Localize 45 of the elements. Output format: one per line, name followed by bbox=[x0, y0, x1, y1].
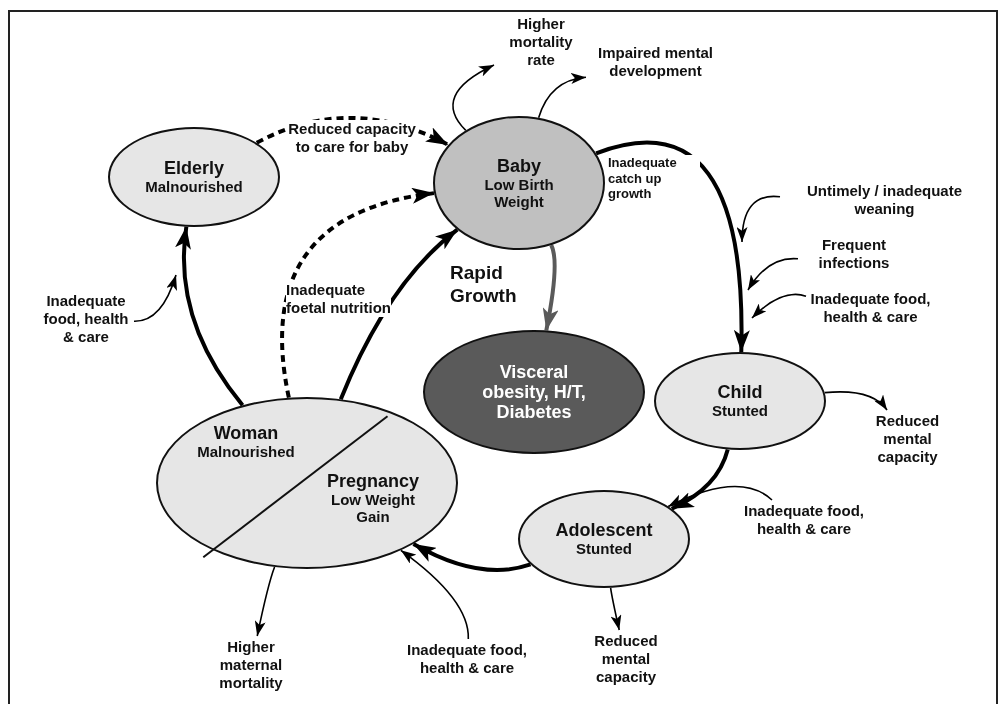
node-subtitle: Low Weight Gain bbox=[330, 491, 416, 526]
arrow bbox=[542, 244, 559, 331]
arrow bbox=[609, 587, 622, 631]
arrow bbox=[737, 195, 781, 243]
dashed-arrow bbox=[280, 188, 435, 398]
arrow bbox=[452, 64, 495, 132]
node-title: Visceral obesity, H/T, Diabetes bbox=[481, 361, 587, 423]
effect-text: Inadequate food, health & care bbox=[40, 292, 132, 346]
node-subtitle: Malnourished bbox=[145, 178, 243, 196]
arrow bbox=[823, 391, 888, 411]
arrow bbox=[254, 566, 276, 637]
effect-text: Higher maternal mortality bbox=[196, 638, 306, 692]
node-subtitle: Stunted bbox=[576, 540, 632, 558]
node-title: Pregnancy bbox=[325, 471, 420, 492]
effect-text: Reduced mental capacity bbox=[855, 412, 960, 466]
node-title: Elderly bbox=[164, 158, 224, 179]
effect-text: Higher mortality rate bbox=[496, 15, 586, 69]
node-title: Child bbox=[717, 382, 763, 403]
effect-text: Impaired mental development bbox=[588, 44, 723, 80]
effect-text: Inadequate food, health & care bbox=[740, 502, 868, 538]
effect-text: Frequent infections bbox=[800, 236, 908, 272]
arrow bbox=[133, 274, 177, 323]
node-title: Adolescent bbox=[555, 520, 653, 541]
effect-text: Reduced mental capacity bbox=[572, 632, 680, 686]
node-title: Baby bbox=[497, 155, 541, 176]
effect-text: Inadequate food, health & care bbox=[402, 641, 532, 677]
edge-label: Inadequate catch up growth bbox=[608, 155, 700, 202]
effect-text: Inadequate food, health & care bbox=[808, 290, 933, 326]
arrow bbox=[751, 293, 807, 319]
arrow bbox=[537, 73, 587, 119]
arrow bbox=[175, 226, 245, 407]
arrow bbox=[595, 140, 750, 352]
effect-text: Untimely / inadequate weaning bbox=[782, 182, 987, 218]
node-subtitle: Stunted bbox=[712, 402, 768, 420]
node-subtitle: Low Birth Weight bbox=[483, 175, 555, 211]
arrow bbox=[747, 257, 799, 291]
arrow bbox=[670, 448, 730, 511]
arrow bbox=[338, 228, 459, 400]
arrow bbox=[412, 542, 532, 572]
node-subtitle: Malnourished bbox=[196, 443, 296, 461]
node-title: Woman bbox=[212, 423, 280, 444]
edge-label: Reduced capacity to care for baby bbox=[288, 120, 416, 156]
arrow bbox=[400, 549, 470, 640]
edge-label: Inadequate foetal nutrition bbox=[286, 281, 391, 317]
arrow bbox=[667, 485, 773, 508]
